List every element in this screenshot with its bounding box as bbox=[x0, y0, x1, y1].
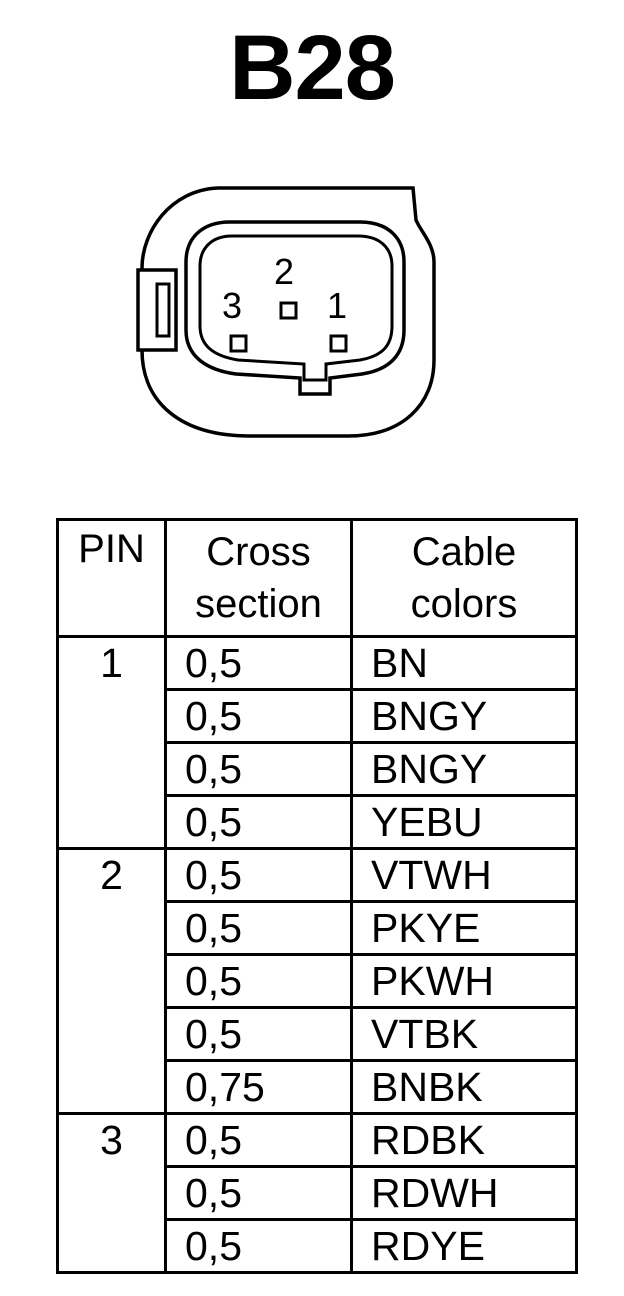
header-pin: PIN bbox=[56, 518, 167, 638]
pin-label-2: 2 bbox=[274, 251, 294, 292]
table-row: 0,5 PKWH bbox=[58, 953, 578, 1009]
table-row: 1 0,5 BN bbox=[56, 635, 578, 850]
cross-section-cell: 0,5 bbox=[164, 847, 353, 903]
connector-face-diagram: 2 3 1 bbox=[136, 186, 436, 438]
table-row: 0,5 VTBK bbox=[58, 1006, 578, 1062]
header-cross-section-line2: section bbox=[195, 582, 322, 626]
cross-section-cell: 0,5 bbox=[164, 741, 353, 797]
cross-section-cell: 0,5 bbox=[164, 1006, 353, 1062]
table-row: 0,75 BNBK bbox=[58, 1059, 578, 1115]
table-row: 3 0,5 RDBK bbox=[56, 1112, 578, 1274]
cable-color-cell: VTBK bbox=[350, 1006, 578, 1062]
header-cable-colors-line1: Cable bbox=[411, 530, 517, 574]
cable-color-cell: RDBK bbox=[350, 1112, 578, 1168]
cross-section-cell: 0,5 bbox=[164, 635, 353, 691]
table-header-row: PIN Cross section Cable colors bbox=[56, 518, 578, 638]
cable-color-cell: VTWH bbox=[350, 847, 578, 903]
pin-number-cell: 3 bbox=[56, 1112, 167, 1274]
table-row: 0,5 BNGY bbox=[58, 688, 578, 744]
cable-color-cell: PKWH bbox=[350, 953, 578, 1009]
header-cross-section-line1: Cross bbox=[206, 530, 311, 574]
connector-housing-outline bbox=[140, 186, 436, 438]
cable-color-cell: BNBK bbox=[350, 1059, 578, 1115]
cross-section-cell: 0,5 bbox=[164, 1218, 353, 1274]
cross-section-cell: 0,5 bbox=[164, 1112, 353, 1168]
cross-section-cell: 0,75 bbox=[164, 1059, 353, 1115]
table-row: 0,5 RDWH bbox=[58, 1165, 578, 1221]
pin-hole-1 bbox=[329, 334, 348, 353]
header-cross-section: Cross section bbox=[164, 518, 353, 638]
cable-color-cell: RDYE bbox=[350, 1218, 578, 1274]
pin-number-cell: 2 bbox=[56, 847, 167, 1115]
table-row: 0,5 RDYE bbox=[58, 1218, 578, 1274]
cross-section-cell: 0,5 bbox=[164, 688, 353, 744]
pin-hole-3 bbox=[229, 334, 248, 353]
table-row: 0,5 YEBU bbox=[58, 794, 578, 850]
cable-color-cell: BN bbox=[350, 635, 578, 691]
cross-section-cell: 0,5 bbox=[164, 953, 353, 1009]
cable-color-cell: BNGY bbox=[350, 741, 578, 797]
header-cable-colors-line2: colors bbox=[410, 582, 518, 626]
cross-section-cell: 0,5 bbox=[164, 1165, 353, 1221]
cable-color-cell: RDWH bbox=[350, 1165, 578, 1221]
cross-section-cell: 0,5 bbox=[164, 794, 353, 850]
table-row: 0,5 PKYE bbox=[58, 900, 578, 956]
pin-number-cell: 1 bbox=[56, 635, 167, 850]
table-row: 0,5 BNGY bbox=[58, 741, 578, 797]
header-cable-colors: Cable colors bbox=[350, 518, 578, 638]
table-row: 2 0,5 VTWH bbox=[56, 847, 578, 1115]
cross-section-cell: 0,5 bbox=[164, 900, 353, 956]
cable-color-cell: YEBU bbox=[350, 794, 578, 850]
cable-color-cell: BNGY bbox=[350, 688, 578, 744]
pin-label-3: 3 bbox=[222, 285, 242, 326]
cable-color-cell: PKYE bbox=[350, 900, 578, 956]
pin-assignment-table: PIN Cross section Cable colors 1 0,5 BN … bbox=[56, 518, 578, 1274]
pin-label-1: 1 bbox=[327, 285, 347, 326]
pin-hole-2 bbox=[279, 301, 298, 320]
connector-cavity-outer bbox=[184, 220, 406, 396]
connector-title: B28 bbox=[229, 17, 396, 119]
